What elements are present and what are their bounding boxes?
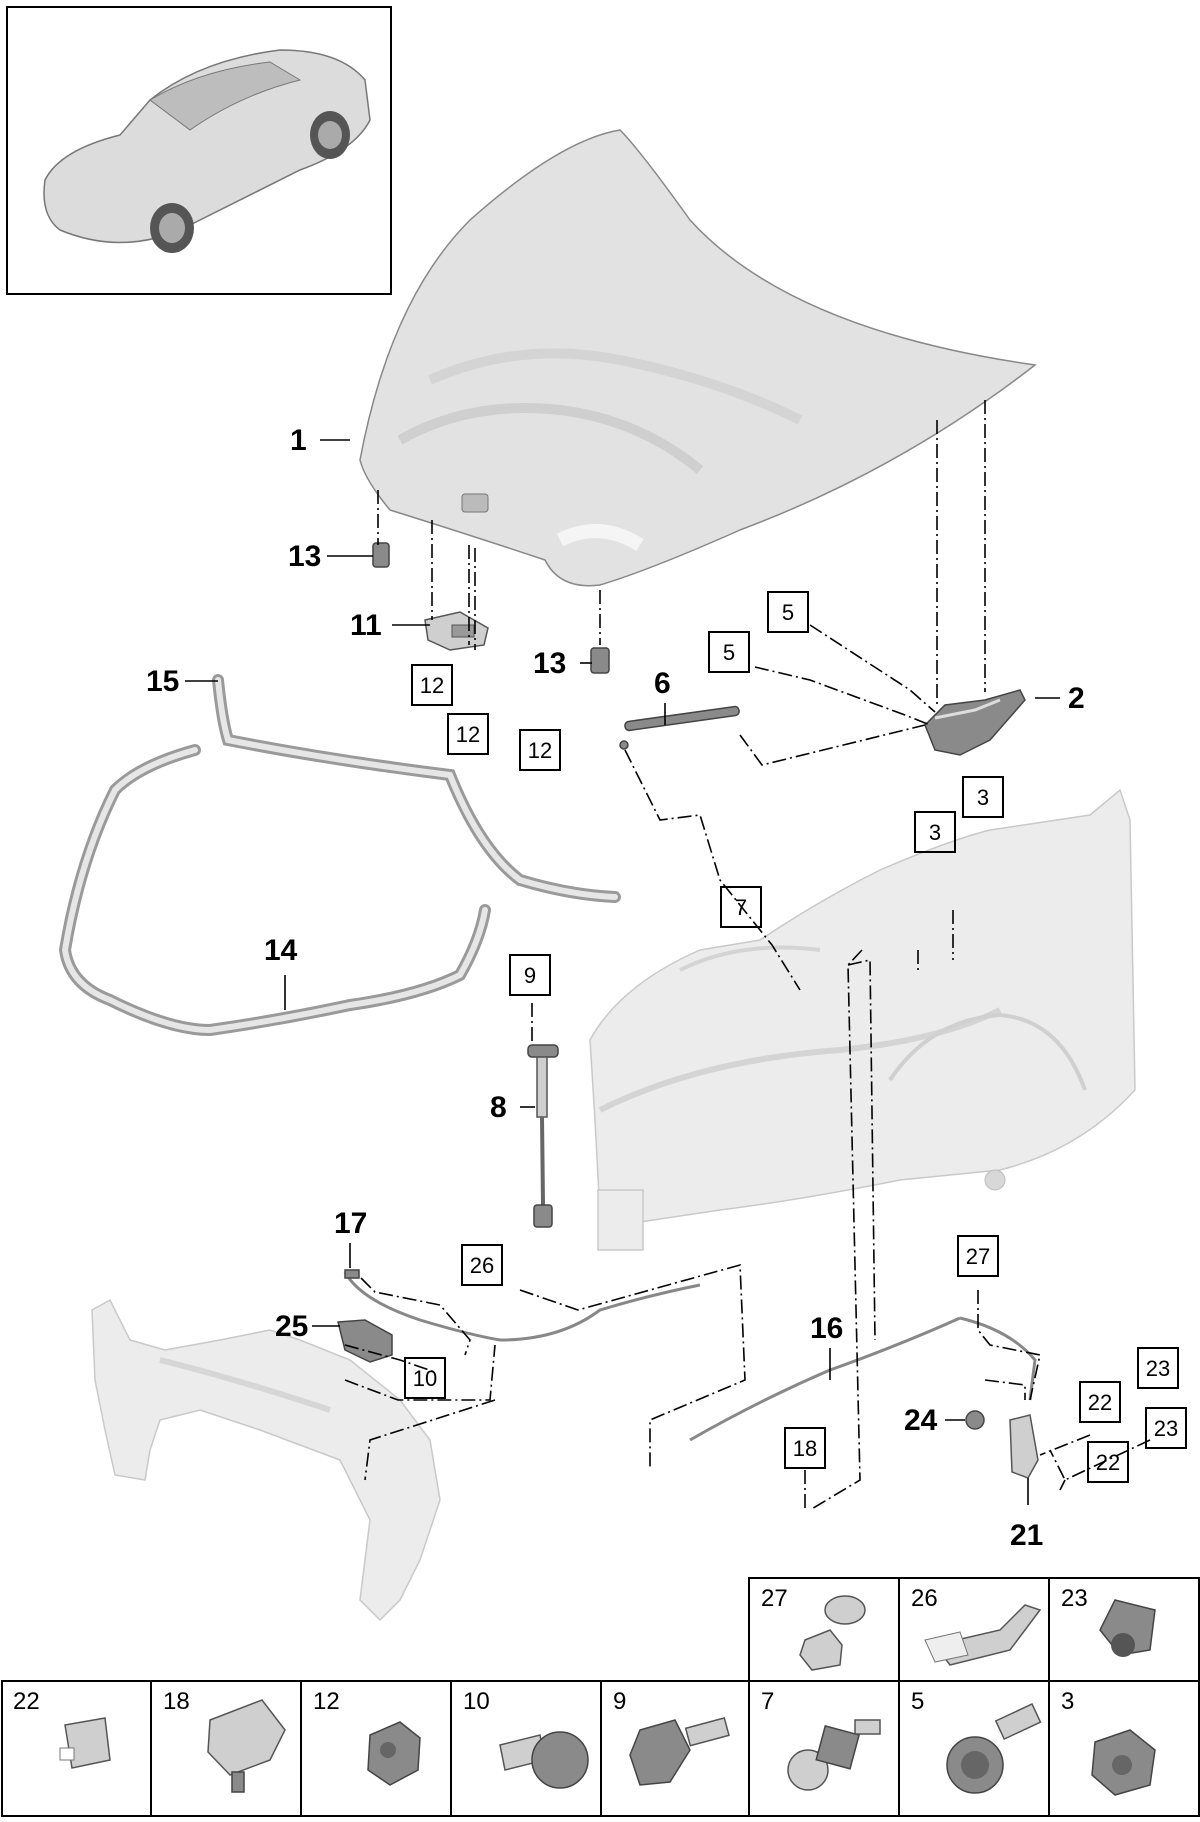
callout-15: 15 bbox=[146, 665, 179, 698]
legend-part-27-plug bbox=[799, 1595, 866, 1671]
hood-panel bbox=[359, 129, 1037, 587]
callout-25: 25 bbox=[275, 1310, 308, 1343]
box-23-lower: 23 bbox=[1145, 1407, 1187, 1449]
legend-part-26-clip bbox=[924, 1604, 1042, 1666]
legend-label-9: 9 bbox=[613, 1688, 626, 1715]
callout-1: 1 bbox=[290, 424, 307, 457]
small-parts-legend: 27 26 23 22 18 12 10 9 7 5 3 bbox=[1, 1577, 1200, 1817]
vehicle-thumbnail bbox=[6, 6, 392, 295]
hood-bump-stop bbox=[527, 1044, 559, 1228]
legend-part-18-cable-clip bbox=[207, 1699, 286, 1793]
callout-2: 2 bbox=[1068, 682, 1085, 715]
legend-label-27: 27 bbox=[761, 1585, 788, 1612]
svg-text:12: 12 bbox=[528, 738, 552, 763]
legend-part-22-clip bbox=[59, 1717, 111, 1769]
callout-21: 21 bbox=[1010, 1519, 1043, 1552]
boxed-callouts: 5 5 3 3 12 12 12 7 bbox=[404, 591, 1187, 1483]
legend-label-7: 7 bbox=[761, 1688, 774, 1715]
legend-part-23-screw bbox=[1099, 1599, 1156, 1657]
box-10: 10 bbox=[404, 1357, 446, 1399]
box-12-c: 12 bbox=[519, 729, 561, 771]
release-lever bbox=[337, 1319, 393, 1363]
hood-lock-bracket bbox=[424, 611, 489, 651]
box-3-left: 3 bbox=[914, 811, 956, 853]
hood-hinge bbox=[924, 689, 1026, 756]
hood-buffer-left bbox=[372, 542, 390, 568]
callout-24: 24 bbox=[904, 1404, 938, 1437]
legend-label-5: 5 bbox=[911, 1688, 924, 1715]
box-7: 7 bbox=[720, 886, 762, 928]
box-27: 27 bbox=[957, 1235, 999, 1277]
hood-buffer-right bbox=[590, 647, 610, 674]
handle-grommet bbox=[965, 1410, 985, 1430]
legend-label-12: 12 bbox=[313, 1688, 340, 1715]
legend-part-9-bolt bbox=[629, 1717, 730, 1786]
callout-17: 17 bbox=[334, 1207, 367, 1240]
assembly-guide-lines bbox=[344, 400, 1151, 1511]
box-12-a: 12 bbox=[411, 664, 453, 706]
legend-part-5-flange-bolt bbox=[946, 1703, 1042, 1794]
svg-text:23: 23 bbox=[1146, 1356, 1170, 1381]
callout-numbers: 1 2 6 8 11 13 13 14 15 16 17 21 24 25 bbox=[146, 424, 1085, 1552]
box-23-upper: 23 bbox=[1137, 1347, 1179, 1389]
box-9: 9 bbox=[509, 954, 551, 996]
callout-13-left: 13 bbox=[288, 540, 321, 573]
svg-text:12: 12 bbox=[420, 673, 444, 698]
body-front-end bbox=[589, 788, 1136, 1251]
svg-text:22: 22 bbox=[1096, 1450, 1120, 1475]
svg-text:26: 26 bbox=[470, 1253, 494, 1278]
svg-text:3: 3 bbox=[929, 820, 941, 845]
box-22-upper: 22 bbox=[1079, 1381, 1121, 1423]
callout-16: 16 bbox=[810, 1312, 843, 1345]
svg-text:22: 22 bbox=[1088, 1390, 1112, 1415]
lower-seal-strip bbox=[58, 744, 491, 1037]
callout-11: 11 bbox=[350, 609, 382, 642]
box-22-lower: 22 bbox=[1087, 1441, 1129, 1483]
svg-text:5: 5 bbox=[782, 600, 794, 625]
box-3-right: 3 bbox=[962, 776, 1004, 818]
svg-text:3: 3 bbox=[977, 785, 989, 810]
callout-13-right: 13 bbox=[533, 647, 566, 680]
legend-label-26: 26 bbox=[911, 1585, 938, 1612]
box-18: 18 bbox=[784, 1427, 826, 1469]
upper-seal-strip bbox=[212, 674, 621, 903]
svg-text:10: 10 bbox=[413, 1366, 437, 1391]
box-5-lower: 5 bbox=[708, 631, 750, 673]
box-26: 26 bbox=[461, 1244, 503, 1286]
callout-14: 14 bbox=[264, 934, 298, 967]
callout-leaders bbox=[185, 439, 1060, 1505]
svg-text:12: 12 bbox=[456, 722, 480, 747]
svg-text:7: 7 bbox=[735, 895, 747, 920]
svg-text:5: 5 bbox=[723, 640, 735, 665]
legend-label-23: 23 bbox=[1061, 1585, 1088, 1612]
gas-strut bbox=[619, 705, 740, 750]
box-5-upper: 5 bbox=[767, 591, 809, 633]
legend-label-22: 22 bbox=[13, 1688, 40, 1715]
release-cable-front bbox=[343, 1269, 701, 1342]
callout-8: 8 bbox=[490, 1091, 507, 1124]
legend-part-3-nut bbox=[1091, 1729, 1156, 1796]
svg-text:23: 23 bbox=[1154, 1416, 1178, 1441]
lock-carrier bbox=[91, 1298, 441, 1622]
legend-label-10: 10 bbox=[463, 1688, 490, 1715]
legend-part-7-ball-stud bbox=[787, 1719, 881, 1791]
box-12-b: 12 bbox=[447, 713, 489, 755]
callout-6: 6 bbox=[654, 667, 671, 700]
svg-text:27: 27 bbox=[966, 1244, 990, 1269]
release-handle bbox=[1009, 1414, 1039, 1479]
svg-text:18: 18 bbox=[793, 1436, 817, 1461]
legend-label-3: 3 bbox=[1061, 1688, 1074, 1715]
svg-text:9: 9 bbox=[524, 963, 536, 988]
legend-part-10-stud bbox=[499, 1731, 589, 1789]
legend-part-12-nut bbox=[367, 1721, 421, 1786]
legend-label-18: 18 bbox=[163, 1688, 190, 1715]
